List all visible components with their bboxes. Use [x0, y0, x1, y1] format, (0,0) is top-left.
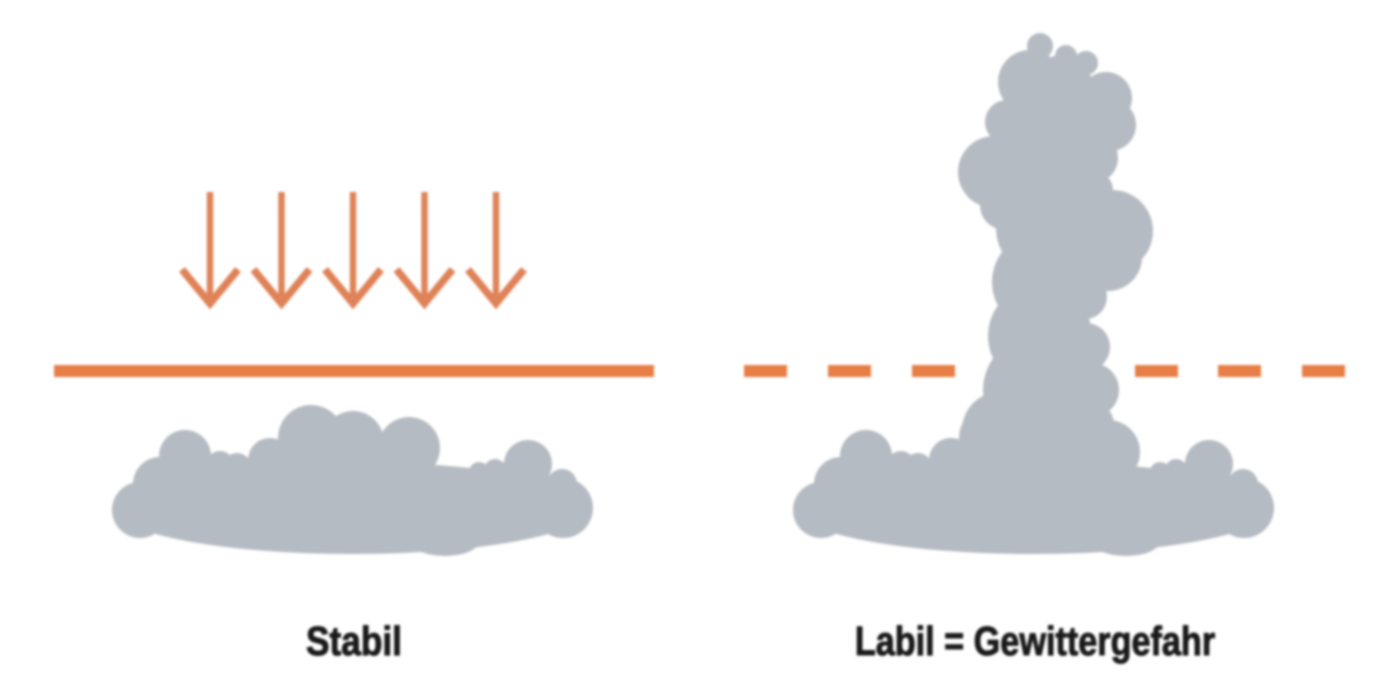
svg-text:Labil = Gewittergefahr: Labil = Gewittergefahr	[855, 619, 1216, 665]
svg-text:Stabil: Stabil	[306, 619, 402, 665]
